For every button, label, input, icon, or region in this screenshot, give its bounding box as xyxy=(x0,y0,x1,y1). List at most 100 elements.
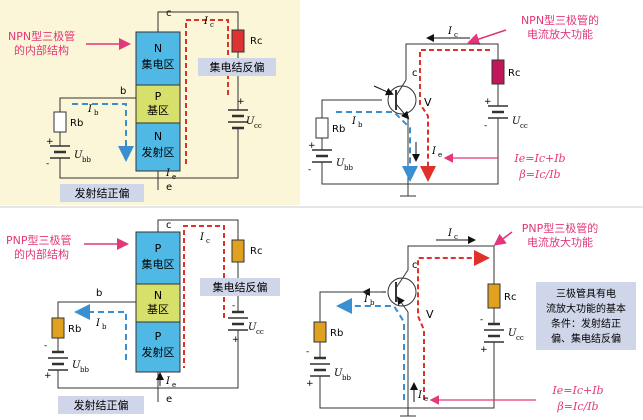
svg-text:+: + xyxy=(484,97,492,107)
pnp-title-line2: 的内部结构 xyxy=(14,247,69,261)
pnp-structure: PNP型三极管 的内部结构 P 集电区 N 基区 P 发射区 Rc - + U … xyxy=(6,219,280,414)
pnp-amp-formula1: Ie=Ic+Ib xyxy=(551,384,603,397)
npn-ucc-label: U xyxy=(246,116,255,127)
pnp-amp-ib-sub: b xyxy=(370,299,375,307)
pnp-amp-ic-sub: c xyxy=(454,233,458,241)
svg-text:-: - xyxy=(308,165,311,175)
pnp-amp-ic-label: I xyxy=(447,228,453,239)
pnp-collector-current-path xyxy=(183,225,225,368)
npn-emitter-forward-text: 发射结正偏 xyxy=(75,186,130,200)
npn-amp-ucc-sub: cc xyxy=(520,122,528,130)
svg-text:-: - xyxy=(44,341,47,351)
npn-amp-c-label: c xyxy=(412,68,418,79)
pnp-amplifier: PNP型三极管的 电流放大功能 I c Rc - + U cc c V I b … xyxy=(306,221,636,417)
npn-ubb-label: U xyxy=(74,150,83,161)
pnp-amp-ucc: U xyxy=(508,328,517,339)
npn-structure: NPN型三极管 的内部结构 N 集电区 P 基区 N 发射区 Rc + U cc… xyxy=(8,8,276,202)
svg-text:-: - xyxy=(484,121,487,131)
npn-amp-rc xyxy=(491,59,505,85)
pnp-rb-label: Rb xyxy=(68,324,81,335)
pnp-ib-label: I xyxy=(95,318,101,329)
pnp-region-n: N xyxy=(154,289,162,302)
pnp-ie-label: I xyxy=(165,376,171,387)
pnp-amp-ib-label: I xyxy=(363,294,369,305)
pnp-amp-title-line1: PNP型三极管的 xyxy=(522,221,599,235)
npn-region-n-bottom: N xyxy=(154,130,162,143)
npn-amp-ubb: U xyxy=(336,158,345,169)
note-line3: 条件：发射结正 xyxy=(551,317,621,330)
npn-amp-ubb-sub: bb xyxy=(344,164,353,172)
svg-text:+: + xyxy=(306,379,314,389)
npn-base-current-path xyxy=(72,103,134,162)
npn-collector-region xyxy=(135,31,181,86)
pnp-amp-ib-path xyxy=(336,298,405,400)
pnp-amp-rb-label: Rb xyxy=(330,328,343,339)
pnp-amp-rc xyxy=(487,283,501,309)
note-line2: 流放大功能的基本 xyxy=(546,302,626,315)
npn-emitter-region xyxy=(135,122,181,172)
pnp-amp-formula2: β=Ic/Ib xyxy=(556,400,598,413)
pnp-amp-transistor xyxy=(387,277,417,307)
npn-collector-reverse-text: 集电结反偏 xyxy=(210,60,265,74)
npn-rb-resistor xyxy=(53,111,67,133)
npn-amp-ucc: U xyxy=(512,116,521,127)
npn-ie-sub: e xyxy=(172,173,176,181)
pnp-ucc-sub: cc xyxy=(256,328,264,336)
pnp-amp-rb xyxy=(313,321,327,343)
pnp-emitter-forward-text: 发射结正偏 xyxy=(74,398,129,412)
pnp-ucc-label: U xyxy=(248,322,257,333)
pnp-amp-ie-label: I xyxy=(417,390,423,401)
pnp-rb-resistor xyxy=(51,317,65,339)
pnp-region-p-top: P xyxy=(155,242,162,255)
npn-ic-sub: c xyxy=(210,21,214,29)
npn-amp-rb xyxy=(315,117,329,139)
npn-amp-ib-path xyxy=(336,111,418,182)
pnp-collector-reverse-tag xyxy=(200,278,280,296)
npn-amp-ic-path xyxy=(419,49,490,182)
pnp-ic-label: I xyxy=(199,232,205,243)
pnp-amp-rc-label: Rc xyxy=(504,292,516,303)
note-line1: 三极管具有电 xyxy=(556,287,616,300)
svg-text:+: + xyxy=(237,97,245,107)
pnp-ie-sub: e xyxy=(172,381,176,389)
svg-text:+: + xyxy=(44,371,52,381)
pnp-amp-ubb-sub: bb xyxy=(342,374,351,382)
pnp-region-p-bottom: P xyxy=(155,330,162,343)
pnp-rc-resistor xyxy=(231,239,245,263)
npn-amp-v-label: V xyxy=(424,96,432,109)
pnp-amp-note-box xyxy=(536,282,636,350)
npn-region-n-top: N xyxy=(154,42,162,55)
npn-b-label: b xyxy=(120,86,126,97)
npn-title-line2: 的内部结构 xyxy=(14,43,69,57)
svg-text:-: - xyxy=(480,315,483,325)
note-line4: 偏、集电结反偏 xyxy=(551,332,621,345)
pnp-region-collector-label: 集电区 xyxy=(142,257,175,271)
pnp-e-label: e xyxy=(166,394,172,405)
npn-amp-ie-label: I xyxy=(431,146,437,157)
pnp-ib-sub: b xyxy=(102,323,107,331)
npn-region-p: P xyxy=(155,90,162,103)
svg-text:-: - xyxy=(46,159,49,169)
pnp-region-emitter-label: 发射区 xyxy=(142,345,175,359)
pnp-emitter-region xyxy=(135,321,181,373)
pnp-amp-ie-sub: e xyxy=(424,395,428,403)
pnp-ubb-label: U xyxy=(72,360,81,371)
npn-amp-title-line1: NPN型三极管的 xyxy=(521,13,599,27)
npn-rc-label: Rc xyxy=(250,36,262,47)
pnp-rc-label: Rc xyxy=(250,246,262,257)
npn-region-base-label: 基区 xyxy=(147,104,169,117)
npn-amp-title-line2: 电流放大功能 xyxy=(527,27,593,41)
npn-ib-sub: b xyxy=(94,109,99,117)
npn-ubb-sub: bb xyxy=(82,156,91,164)
pnp-base-region xyxy=(135,283,181,323)
npn-c-label: c xyxy=(166,8,172,19)
npn-amp-rc-label: Rc xyxy=(508,68,520,79)
pnp-base-current-path xyxy=(74,304,127,360)
npn-region-collector-label: 集电区 xyxy=(142,57,175,71)
npn-amp-ic-label: I xyxy=(447,26,453,37)
pnp-amp-v-label: V xyxy=(426,308,434,321)
npn-collector-reverse-tag xyxy=(198,58,276,76)
npn-ic-label: I xyxy=(203,16,209,27)
npn-amp-ib-label: I xyxy=(351,116,357,127)
